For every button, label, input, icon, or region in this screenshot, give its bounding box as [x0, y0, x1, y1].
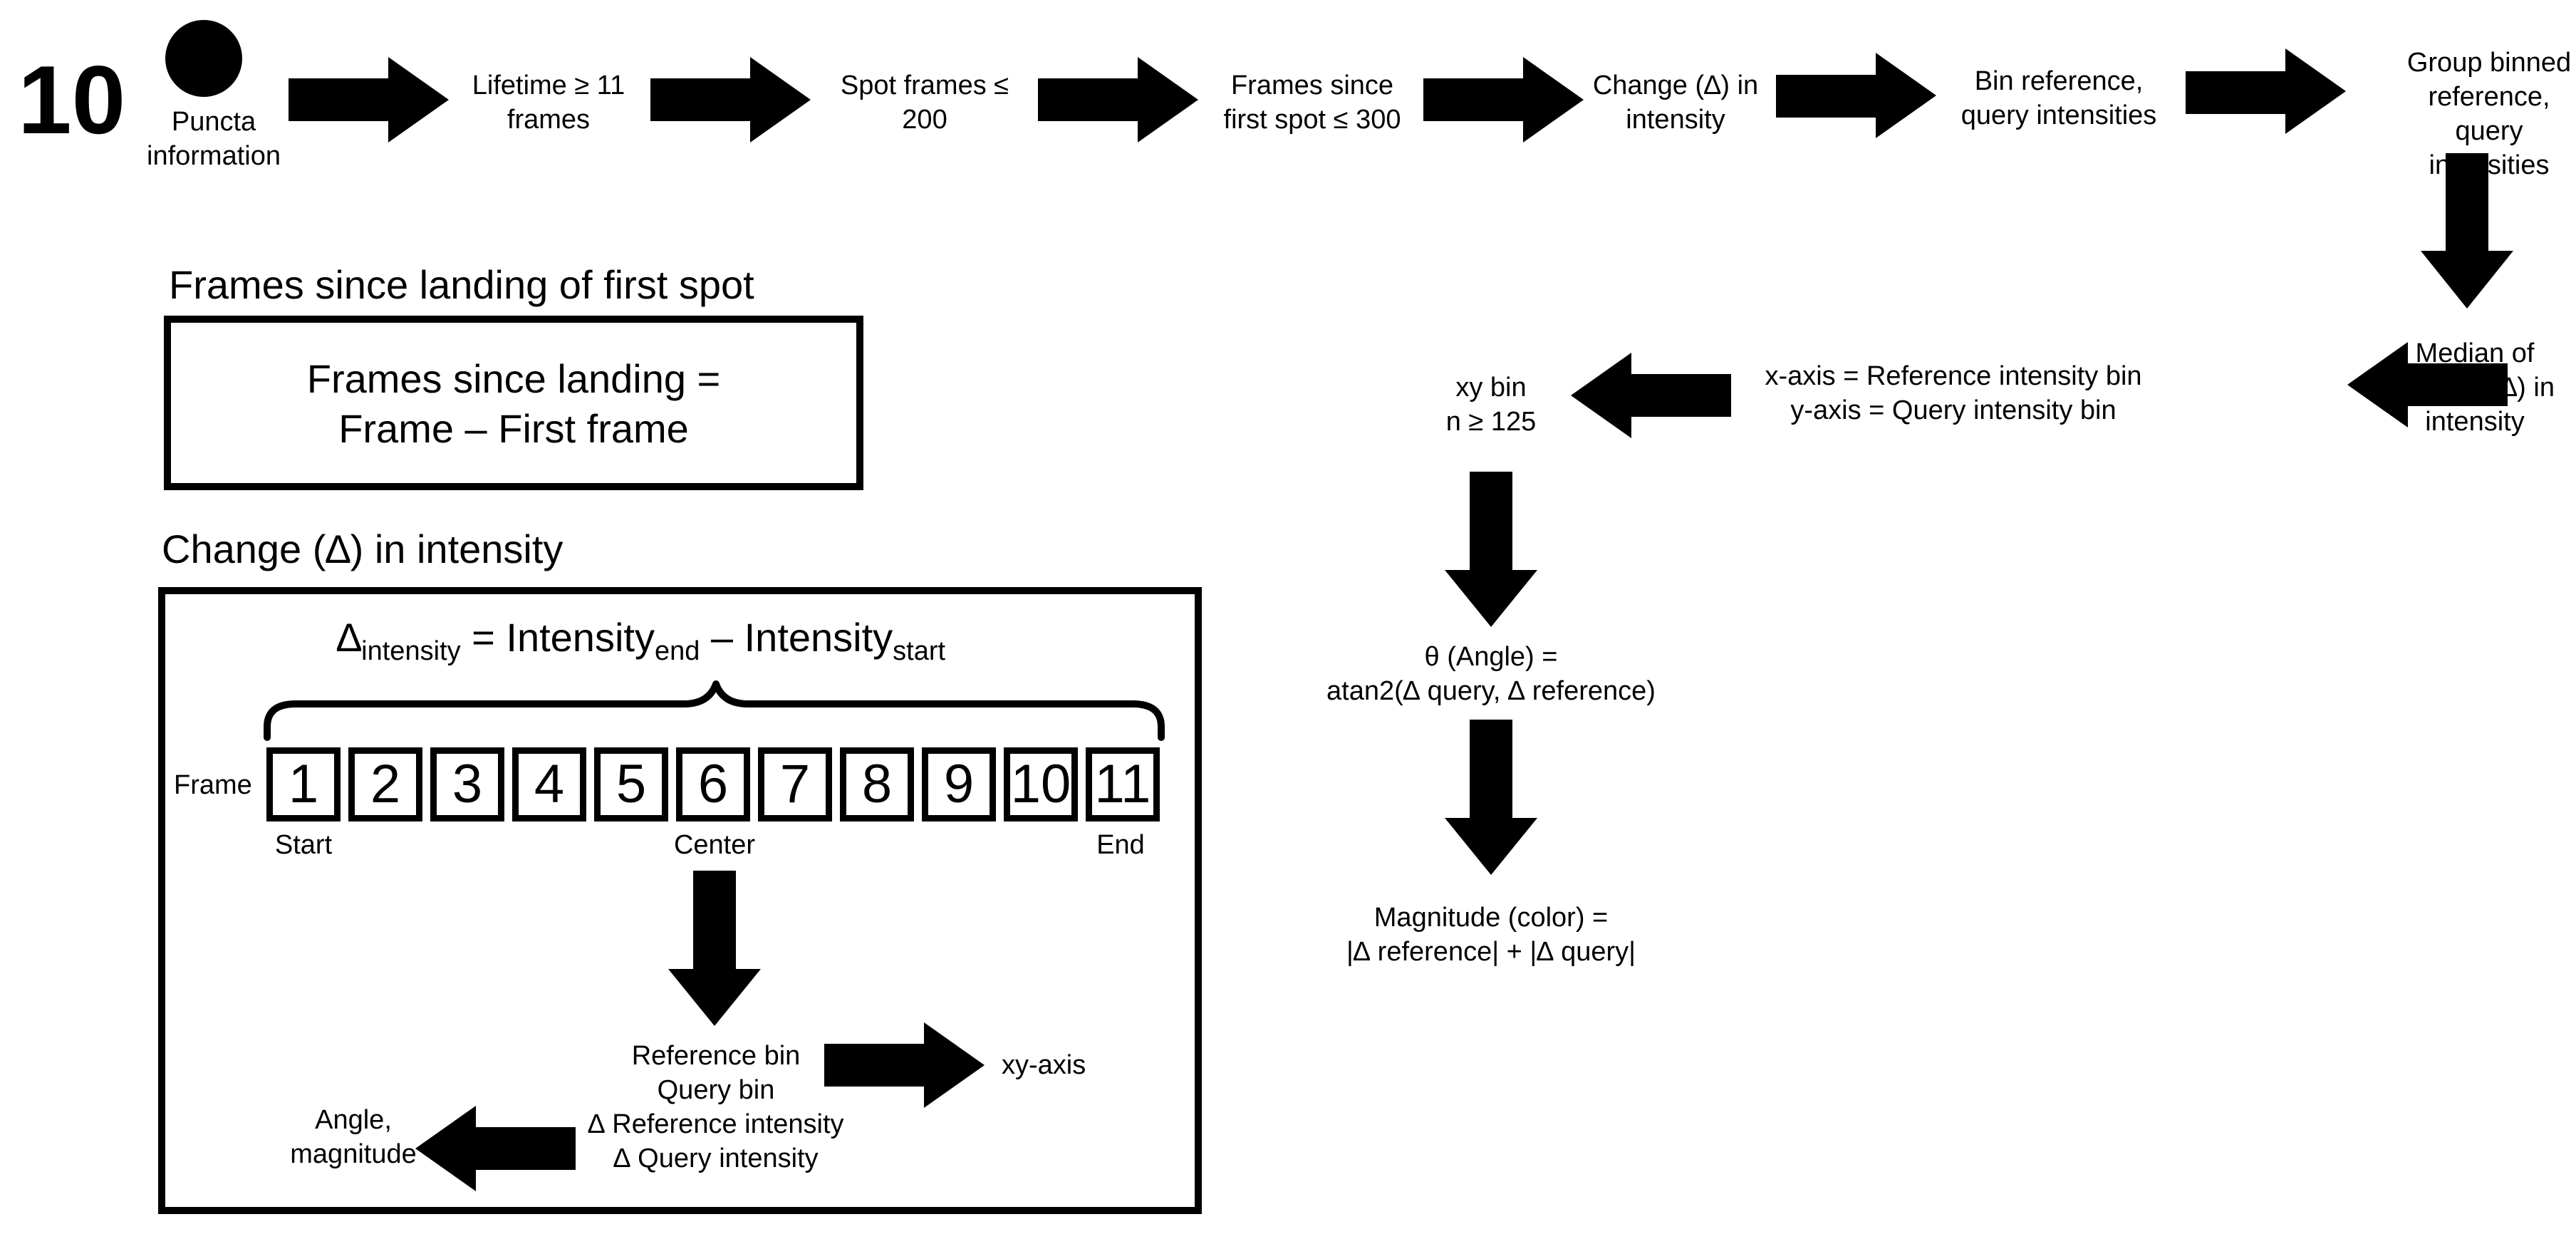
- start-label: Start: [274, 830, 333, 860]
- arrow-right-5: [1776, 53, 1936, 138]
- label-spot-frames: Spot frames ≤ 200: [840, 71, 1009, 135]
- arrow-down-2: [1445, 472, 1537, 627]
- arrow-right-xy: [824, 1022, 985, 1108]
- label-puncta-information: Puncta information: [147, 107, 281, 171]
- label-change-intensity: Change (∆) in intensity: [1592, 71, 1759, 135]
- label-magnitude: Magnitude (color) = |∆ reference| + |∆ q…: [1346, 903, 1636, 967]
- arrow-right-4: [1423, 57, 1584, 142]
- frame-cell-9: 9: [922, 747, 996, 821]
- angle-magnitude-label: Angle, magnitude: [290, 1105, 417, 1169]
- bins-text: Reference bin Query bin ∆ Reference inte…: [588, 1041, 844, 1173]
- panel-number: 10: [18, 46, 126, 154]
- frames-formula-box: Frames since landing = Frame – First fra…: [164, 316, 863, 490]
- label-group-binned: Group binned reference, query intensitie…: [2406, 48, 2572, 180]
- label-lifetime: Lifetime ≥ 11 frames: [472, 71, 625, 135]
- frames-formula: Frames since landing = Frame – First fra…: [306, 356, 721, 451]
- label-angle: θ (Angle) = atan2(∆ query, ∆ reference): [1326, 642, 1656, 706]
- frame-cell-1: 1: [266, 747, 341, 821]
- eq-end-sub: end: [654, 636, 700, 667]
- arrow-left-angle: [415, 1106, 576, 1191]
- label-frames-since-first: Frames since first spot ≤ 300: [1223, 71, 1401, 135]
- arrow-right-2: [650, 57, 811, 142]
- end-label: End: [1096, 830, 1145, 860]
- frame-cell-8: 8: [840, 747, 914, 821]
- delta-equation: ∆intensity = Intensityend – Intensitysta…: [285, 613, 997, 676]
- arrow-left-1b: [2347, 342, 2508, 427]
- frame-cell-11: 11: [1086, 747, 1160, 821]
- arrow-down-3: [1445, 720, 1537, 875]
- frame-cell-4: 4: [512, 747, 586, 821]
- center-label: Center: [673, 830, 756, 860]
- frame-cell-10: 10: [1004, 747, 1078, 821]
- frame-cell-5: 5: [594, 747, 668, 821]
- label-bin-ref-query: Bin reference, query intensities: [1960, 66, 2157, 130]
- eq-start-sub: start: [893, 636, 946, 667]
- xy-axis-label: xy-axis: [1002, 1050, 1086, 1080]
- label-median-change: Median of change (∆) in intensity: [2395, 338, 2555, 437]
- eq-minus: – Intensity: [700, 615, 893, 660]
- arrow-left-2: [1571, 353, 1731, 438]
- label-axes-definition: x-axis = Reference intensity bin y-axis …: [1765, 361, 2142, 425]
- eq-delta: ∆: [336, 615, 362, 660]
- frame-label: Frame: [174, 770, 252, 800]
- label-xy-bin: xy bin n ≥ 125: [1445, 373, 1537, 437]
- frame-cell-6: 6: [676, 747, 750, 821]
- frame-cell-2: 2: [348, 747, 422, 821]
- frame-brace: [264, 680, 1165, 741]
- change-section-heading: Change (∆) in intensity: [162, 527, 564, 571]
- eq-delta-sub: intensity: [361, 636, 461, 667]
- change-section-box: [158, 587, 1202, 1214]
- frames-section-heading: Frames since landing of first spot: [169, 262, 754, 307]
- arrow-right-6: [2186, 48, 2346, 134]
- arrow-right-1: [289, 57, 449, 142]
- puncta-dot-icon: [165, 20, 242, 97]
- frame-cell-3: 3: [430, 747, 504, 821]
- arrow-right-3: [1038, 57, 1198, 142]
- arrow-down-center: [668, 871, 761, 1026]
- frame-cell-7: 7: [758, 747, 832, 821]
- arrow-down-1: [2421, 153, 2513, 309]
- eq-equals: = Intensity: [460, 615, 655, 660]
